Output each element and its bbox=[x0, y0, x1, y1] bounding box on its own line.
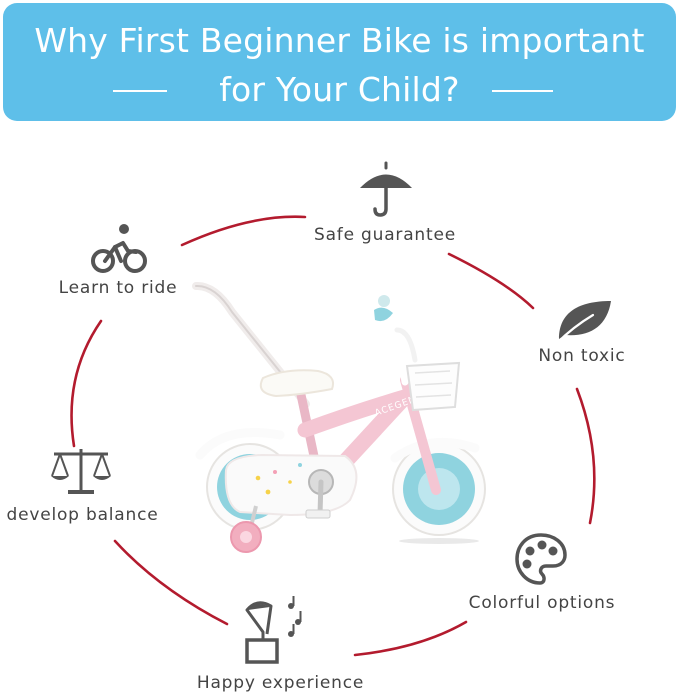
safe-guarantee-label: Safe guarantee bbox=[313, 225, 456, 245]
ring-arc-right bbox=[575, 387, 596, 525]
gramophone-icon bbox=[245, 596, 302, 664]
ring-arc-top-left bbox=[180, 215, 307, 247]
cyclist-icon bbox=[91, 224, 147, 273]
ring-arc-bottom-right bbox=[353, 620, 468, 657]
ring-arc-top-right bbox=[447, 252, 535, 310]
banner-left-rule bbox=[113, 90, 167, 92]
learn-to-ride-label: Learn to ride bbox=[58, 278, 178, 298]
umbrella-icon bbox=[360, 161, 412, 217]
ring-arc-left bbox=[70, 319, 103, 448]
banner-title-line2: for Your Child? bbox=[219, 70, 460, 109]
happy-experience-label: Happy experience bbox=[196, 673, 365, 693]
non-toxic-label: Non toxic bbox=[538, 346, 626, 366]
ring-arc-bottom-left bbox=[113, 539, 229, 626]
develop-balance-label: develop balance bbox=[6, 505, 159, 525]
colorful-options-label: Colorful options bbox=[468, 593, 616, 613]
palette-icon bbox=[515, 533, 567, 585]
title-banner bbox=[3, 3, 676, 121]
scales-icon bbox=[51, 449, 111, 494]
leaf-icon bbox=[555, 301, 611, 345]
banner-right-rule bbox=[492, 90, 553, 92]
banner-title-line1: Why First Beginner Bike is important bbox=[34, 21, 645, 60]
